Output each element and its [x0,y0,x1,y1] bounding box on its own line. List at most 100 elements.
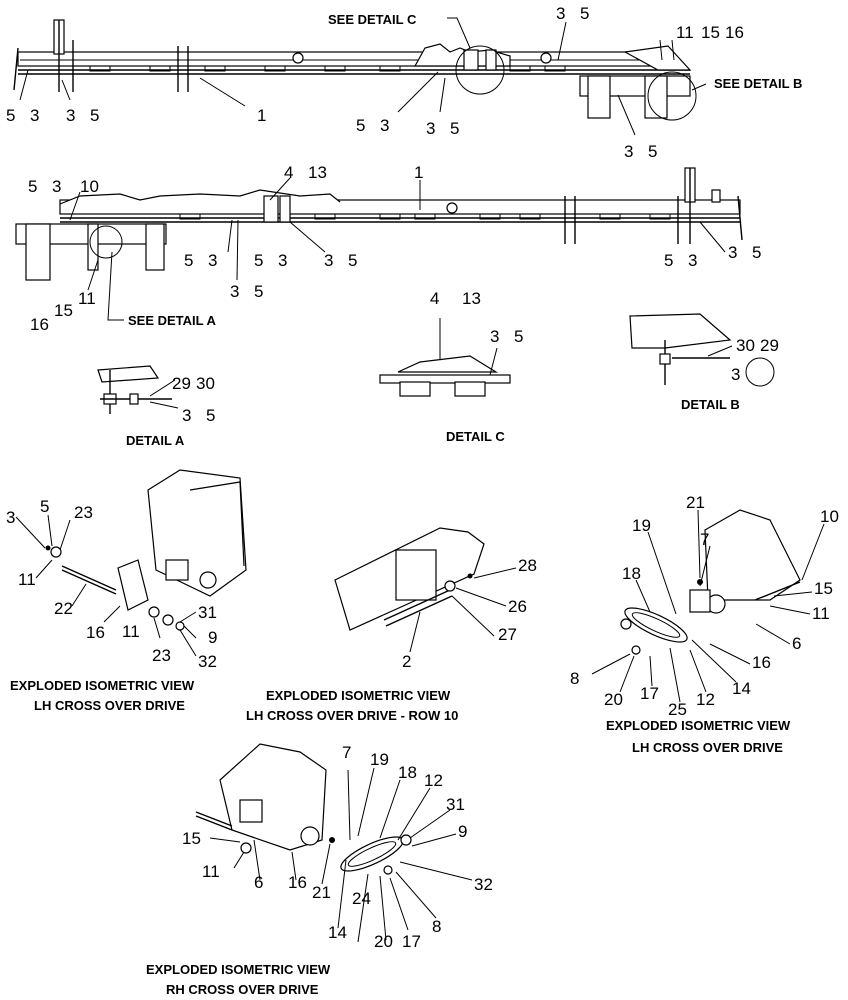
item-label: 13 [462,289,481,308]
iso-rh-view [195,743,473,943]
iso-rh-caption-2: RH CROSS OVER DRIVE [166,982,319,997]
item-label: 3 [490,327,499,346]
item-label: 8 [570,669,579,688]
item-label: 5 [664,251,673,270]
item-label: 23 [74,503,93,522]
item-label: 17 [402,932,421,951]
item-label: 5 [648,142,657,161]
item-label: 3 [426,119,435,138]
item-label: 26 [508,597,527,616]
item-label: 5 [580,4,589,23]
item-label: 15 [54,301,73,320]
item-label: 13 [308,163,327,182]
detail-c [379,318,511,397]
item-label: 31 [198,603,217,622]
detail-a [97,365,179,414]
item-label: 5 [450,119,459,138]
item-label: 3 [380,116,389,135]
item-label: 21 [312,883,331,902]
item-label: 7 [700,530,709,549]
item-label: 5 [514,327,523,346]
item-label: 11 [812,604,830,623]
item-label: 3 [230,282,239,301]
middle-view [15,167,743,321]
item-label: 3 [182,406,191,425]
item-label: 3 [66,106,75,125]
item-label: 11 [18,570,36,589]
item-label: 18 [398,763,417,782]
iso-row10-caption-2: LH CROSS OVER DRIVE - ROW 10 [246,708,458,723]
item-label: 1 [257,106,266,125]
item-label: 19 [632,516,651,535]
item-label: 9 [458,822,467,841]
item-label: 15 [701,23,720,42]
item-label: 9 [208,628,217,647]
iso-lh2-caption-1: EXPLODED ISOMETRIC VIEW [606,718,791,733]
item-label: 30 [736,336,755,355]
item-label: 3 [52,177,61,196]
item-label: 16 [30,315,49,334]
detail-b [629,313,775,387]
item-label: 16 [288,873,307,892]
item-label: 21 [686,493,705,512]
item-label: 17 [640,684,659,703]
item-label: 30 [196,374,215,393]
item-label: 5 [40,497,49,516]
item-label: 20 [374,932,393,951]
item-label: 5 [254,282,263,301]
item-label: 5 [752,243,761,262]
iso-lh2-view [591,509,825,703]
item-label: 11 [676,23,694,42]
item-label: 3 [728,243,737,262]
item-label: 3 [324,251,333,270]
item-label: 22 [54,599,73,618]
item-label: 3 [731,365,740,384]
item-label: 28 [518,556,537,575]
item-label: 5 [6,106,15,125]
toolbar-frame [17,51,659,67]
callout-detail-b: SEE DETAIL B [714,76,802,91]
item-label: 23 [152,646,171,665]
item-label: 3 [208,251,217,270]
item-label: 3 [624,142,633,161]
item-label: 11 [122,622,140,641]
detail-a-caption: DETAIL A [126,433,185,448]
item-label: 7 [342,743,351,762]
item-label: 14 [732,679,751,698]
item-label: 15 [182,829,201,848]
iso-lh-caption-1: EXPLODED ISOMETRIC VIEW [10,678,195,693]
item-label: 11 [78,289,96,308]
item-label: 27 [498,625,517,644]
item-label: 5 [254,251,263,270]
item-label: 11 [202,862,220,881]
item-label: 25 [668,700,687,719]
item-label: 20 [604,690,623,709]
item-label: 10 [80,177,99,196]
item-label: 14 [328,923,347,942]
item-label: 5 [28,177,37,196]
item-label: 12 [424,771,443,790]
item-label: 6 [254,873,263,892]
detail-b-circle [647,71,697,121]
item-label: 10 [820,507,839,526]
item-label: 3 [30,106,39,125]
item-label: 5 [356,116,365,135]
item-label: 29 [760,336,779,355]
item-label: 5 [348,251,357,270]
item-label: 4 [430,289,439,308]
item-label: 3 [278,251,287,270]
iso-row10-view [334,527,517,653]
iso-row10-caption-1: EXPLODED ISOMETRIC VIEW [266,688,451,703]
item-label: 15 [814,579,833,598]
item-label: 3 [6,508,15,527]
item-label: 32 [198,652,217,671]
detail-c-caption: DETAIL C [446,429,505,444]
item-label: 2 [402,652,411,671]
item-label: 3 [556,4,565,23]
item-label: 16 [86,623,105,642]
item-label: 5 [184,251,193,270]
item-label: 19 [370,750,389,769]
item-label: 18 [622,564,641,583]
